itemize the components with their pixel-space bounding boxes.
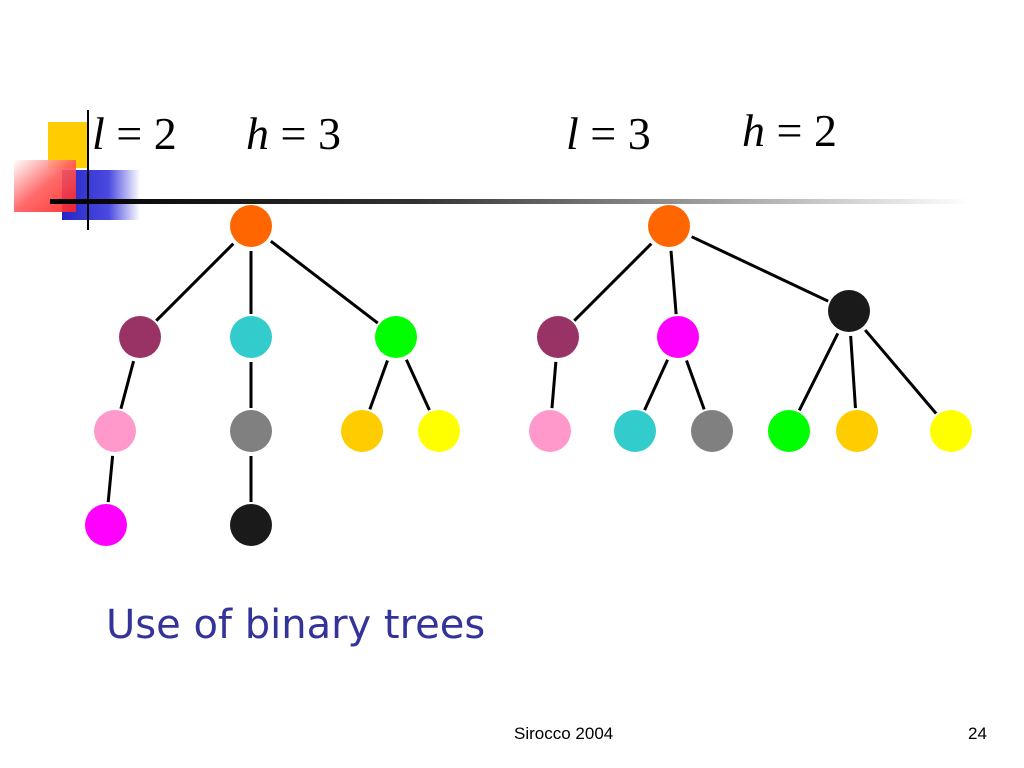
formula-left-l: l = 2: [92, 108, 177, 159]
formula-left-h: h = 3: [246, 108, 341, 159]
tree-2-edge-k-k2: [849, 335, 857, 409]
tree-1-edge-c-c2: [405, 359, 431, 411]
tree-1-node-b1: [230, 410, 272, 452]
tree-1-node-r: [230, 205, 272, 247]
tree-edges: [106, 235, 938, 503]
tree-2-edge-k-k3: [864, 329, 938, 415]
tree-1-node-b2: [230, 504, 272, 546]
tree-1-edge-c-c1: [368, 359, 389, 410]
caption-text: Use of binary trees: [106, 602, 486, 648]
title-rule: [50, 199, 970, 204]
tree-1-edge-a-a1: [119, 360, 136, 410]
formula-left-l-value: 2: [153, 108, 177, 159]
formula-right-h: h = 2: [742, 105, 837, 156]
tree-2-edge-r-k: [690, 235, 829, 303]
formula-right-l: l = 3: [566, 108, 651, 159]
tree-2-node-b2: [691, 410, 733, 452]
tree-1-edge-r-a: [155, 242, 235, 322]
tree-2-edge-b-b2: [685, 359, 706, 410]
tree-1-edge-r-c: [269, 240, 379, 325]
tree-1-node-a2: [85, 504, 127, 546]
tree-2-node-b1: [614, 410, 656, 452]
formula-right-h-var: h: [742, 105, 765, 156]
tree-1-node-c1: [341, 410, 383, 452]
formula-left-l-var: l: [92, 108, 105, 159]
tree-1-node-c: [375, 316, 417, 358]
tree-1-node-a: [119, 316, 161, 358]
tree-2-edge-k-k1: [797, 332, 840, 412]
tree-2-node-r: [648, 205, 690, 247]
tree-2-node-k2: [836, 410, 878, 452]
tree-2-node-k: [828, 290, 870, 332]
tree-1-node-a1: [94, 410, 136, 452]
tree-nodes: [85, 205, 972, 546]
tree-2-edge-b-b1: [643, 359, 669, 411]
tree-2-node-k1: [768, 410, 810, 452]
tree-2-edge-r-b: [669, 250, 678, 315]
formula-right-l-var: l: [566, 108, 579, 159]
footer-text: Sirocco 2004: [514, 724, 614, 743]
page-number: 24: [968, 724, 987, 743]
tree-1-node-b: [230, 316, 272, 358]
tree-1-edge-a1-a2: [106, 455, 115, 503]
tree-2-node-k3: [930, 410, 972, 452]
tree-2-node-b: [657, 316, 699, 358]
formula-right-l-value: 3: [627, 108, 651, 159]
formula-left-h-var: h: [246, 108, 269, 159]
formula-right-h-value: 2: [813, 105, 837, 156]
tree-2-node-a: [537, 316, 579, 358]
tree-1-node-c2: [418, 410, 460, 452]
logo-red-square: [14, 160, 76, 212]
tree-2-edge-r-a: [573, 242, 653, 322]
tree-2-node-a1: [529, 410, 571, 452]
tree-2-edge-a-a1: [550, 361, 558, 409]
formula-left-h-value: 3: [317, 108, 341, 159]
